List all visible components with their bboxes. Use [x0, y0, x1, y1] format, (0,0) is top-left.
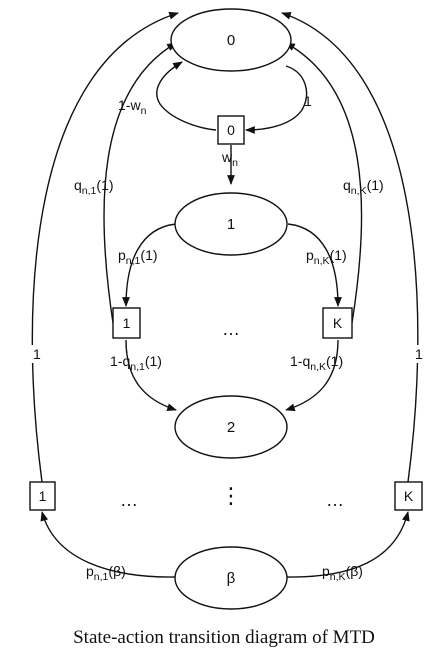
edge-right-one [281, 12, 419, 483]
action-1-box [112, 307, 141, 339]
label-right-one: 1 [415, 346, 423, 362]
label-p-n1: pn,1(1) [118, 247, 158, 267]
label-p-beta-n1: pn,1(β) [86, 563, 126, 583]
label-one-minus-q-n1: 1-qn,1(1) [110, 353, 162, 373]
figure-caption: State-action transition diagram of MTD [73, 627, 375, 648]
state-0-node [170, 8, 292, 72]
edge-left-one [31, 11, 179, 483]
state-beta-node [174, 546, 288, 610]
label-w: wn [221, 149, 238, 169]
action-1-label: 1 [123, 315, 131, 331]
ellipsis-vertical: ⋮ [220, 483, 242, 508]
edges [31, 11, 419, 578]
edge-p-beta-n1 [40, 511, 177, 578]
state-1-node [174, 192, 288, 256]
label-one-minus-w: 1-wn [118, 97, 147, 117]
action-beta-K-label: K [404, 488, 414, 504]
edge-q-n1 [103, 42, 177, 324]
label-left-one: 1 [33, 346, 41, 362]
state-2-label: 2 [227, 419, 235, 436]
edge-one-top [245, 65, 308, 134]
ellipsis-row-1: … [222, 319, 240, 339]
edge-one-minus-w [156, 61, 217, 131]
edge-p-nK [287, 223, 342, 307]
action-K-box [322, 307, 353, 339]
edge-one-minus-q-n1 [125, 339, 177, 412]
action-beta-1-label: 1 [39, 488, 47, 504]
edge-p-n1 [122, 223, 177, 307]
action-beta-K-box [394, 481, 423, 511]
label-one-top: 1 [304, 93, 312, 109]
action-0-label: 0 [227, 122, 235, 138]
edge-q-nK [285, 42, 363, 324]
label-q-nK: qn,K(1) [343, 177, 384, 197]
edge-p-beta-nK [285, 511, 410, 578]
label-masks [28, 345, 430, 363]
ellipsis-row-beta-right: … [326, 490, 344, 510]
action-0-box [217, 115, 245, 145]
action-beta-1-box [29, 481, 56, 511]
edge-one-minus-q-nK [285, 339, 339, 412]
state-beta-label: β [227, 570, 236, 587]
state-1-label: 1 [227, 216, 235, 233]
label-p-nK: pn,K(1) [306, 247, 347, 267]
state-0-label: 0 [227, 32, 235, 49]
action-K-label: K [333, 315, 343, 331]
ellipsis-row-beta-left: … [120, 490, 138, 510]
label-p-beta-nK: pn,K(β) [322, 563, 363, 583]
state-2-node [174, 395, 288, 459]
label-one-minus-q-nK: 1-qn,K(1) [290, 353, 343, 373]
label-q-n1: qn,1(1) [74, 177, 114, 197]
